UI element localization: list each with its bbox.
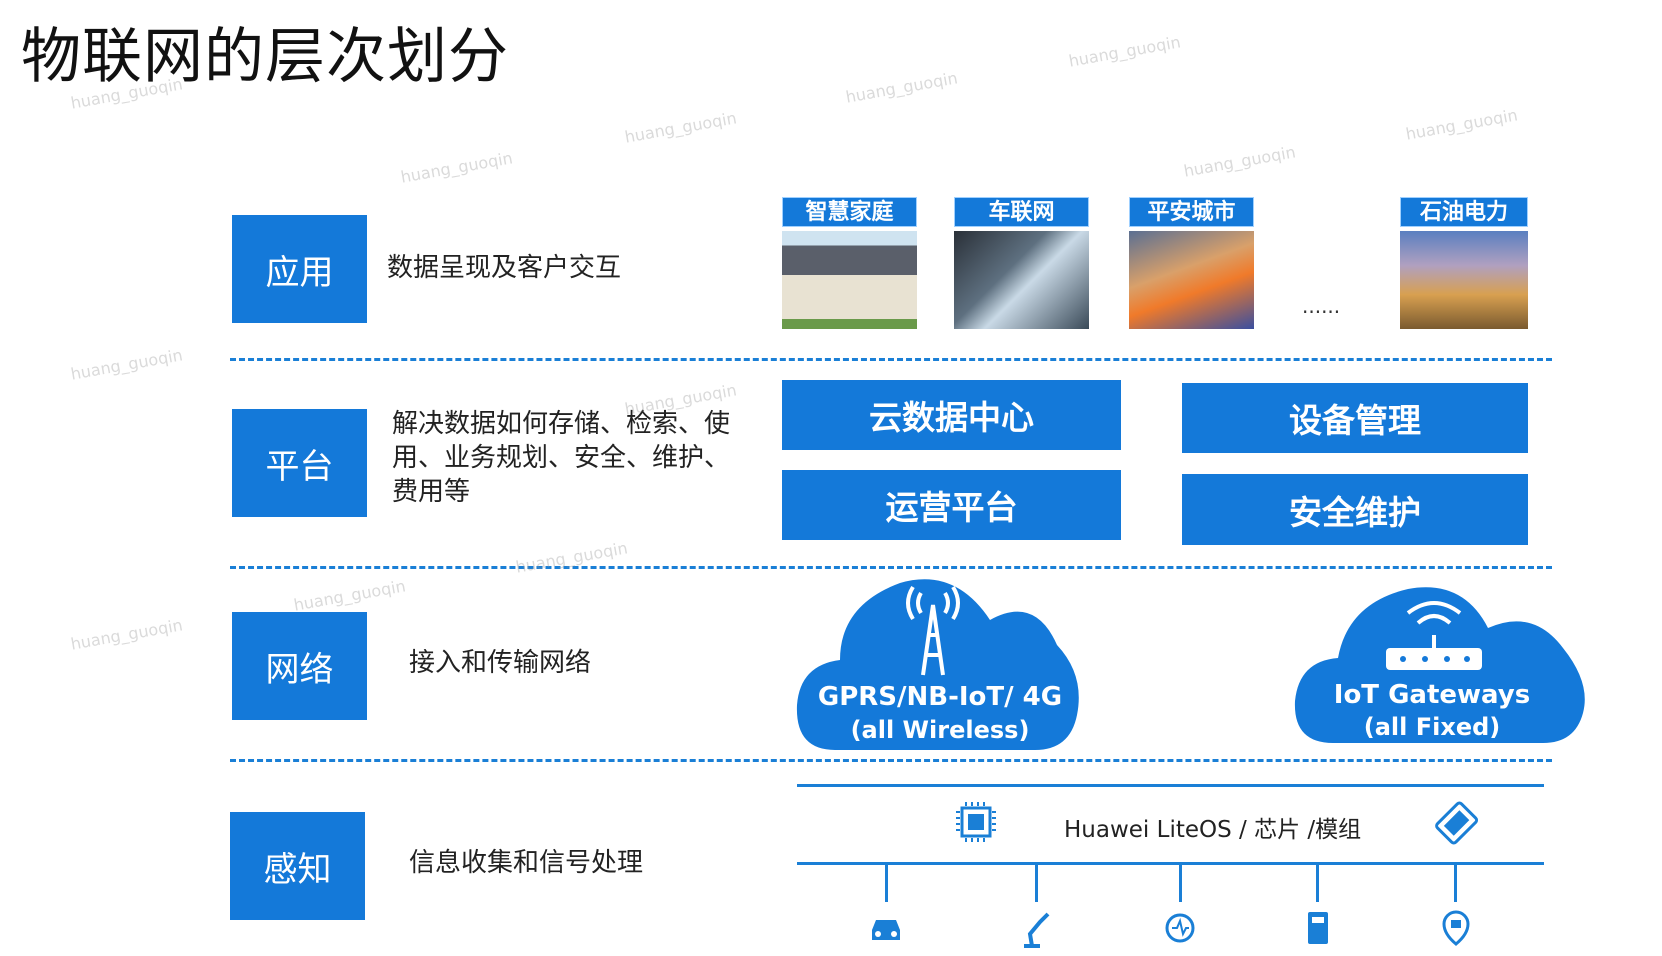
watermark: huang_guoqin (69, 615, 185, 654)
watermark: huang_guoqin (623, 108, 739, 147)
app-label: 石油电力 (1400, 197, 1528, 227)
car-dashboard-image (954, 231, 1089, 329)
module-icon (1435, 801, 1479, 845)
cloud-fixed-icon (1294, 587, 1585, 743)
cloud-data-center: 云数据中心 (782, 380, 1121, 450)
app-label: 智慧家庭 (782, 197, 917, 227)
watermark: huang_guoqin (1404, 105, 1520, 144)
divider (230, 358, 1552, 361)
security-maintenance: 安全维护 (1182, 474, 1528, 545)
connector (1454, 864, 1457, 902)
robot-arm-icon (1024, 912, 1050, 948)
app-smart-home: 智慧家庭 (782, 197, 917, 329)
wireless-sublabel: (all Wireless) (850, 716, 1030, 744)
tracker-icon (1442, 910, 1470, 946)
refinery-image (1400, 231, 1528, 329)
app-label: 平安城市 (1129, 197, 1254, 227)
app-oil-power: 石油电力 (1400, 197, 1528, 329)
bus-line-bottom (797, 862, 1544, 865)
watermark: huang_guoqin (514, 538, 630, 577)
app-safe-city: 平安城市 (1129, 197, 1254, 329)
house-image (782, 231, 917, 329)
connector (1316, 864, 1319, 902)
gateway-sublabel: (all Fixed) (1363, 713, 1501, 741)
city-image (1129, 231, 1254, 329)
page-title: 物联网的层次划分 (21, 22, 509, 92)
wireless-label: GPRS/NB-IoT/ 4G (817, 682, 1063, 712)
perception-desc: 信息收集和信号处理 (409, 848, 644, 878)
watermark: huang_guoqin (69, 345, 185, 384)
app-label: 车联网 (954, 197, 1089, 227)
layer-platform: 平台 (232, 409, 367, 517)
device-management: 设备管理 (1182, 383, 1528, 453)
connector (1035, 864, 1038, 902)
connector (1179, 864, 1182, 902)
watermark: huang_guoqin (844, 68, 960, 107)
bus-line-top (797, 784, 1544, 787)
layer-network: 网络 (232, 612, 367, 720)
divider (230, 759, 1552, 762)
application-desc: 数据呈现及客户交互 (387, 253, 622, 283)
car-icon (872, 920, 900, 940)
router-icon (1386, 601, 1482, 670)
watermark: huang_guoqin (292, 576, 408, 615)
meter-icon (1308, 912, 1328, 944)
app-connected-car: 车联网 (954, 197, 1089, 329)
watermark: huang_guoqin (1067, 32, 1183, 71)
apps-ellipsis: ...... (1302, 294, 1341, 318)
signal-tower-icon (906, 585, 960, 676)
watermark: huang_guoqin (1182, 142, 1298, 181)
watermark: huang_guoqin (399, 148, 515, 187)
connector (885, 864, 888, 902)
watch-icon (1165, 913, 1195, 943)
cloud-wireless-icon (796, 579, 1079, 750)
platform-desc: 解决数据如何存储、检索、使用、业务规划、安全、维护、费用等 (392, 409, 731, 507)
network-desc: 接入和传输网络 (409, 648, 592, 678)
chip-icon (956, 802, 996, 842)
liteos-label: Huawei LiteOS / 芯片 /模组 (1064, 817, 1362, 843)
layer-application: 应用 (232, 215, 367, 323)
operations-platform: 运营平台 (782, 470, 1121, 540)
gateway-label: IoT Gateways (1333, 680, 1531, 710)
layer-perception: 感知 (230, 812, 365, 920)
divider (230, 566, 1552, 569)
